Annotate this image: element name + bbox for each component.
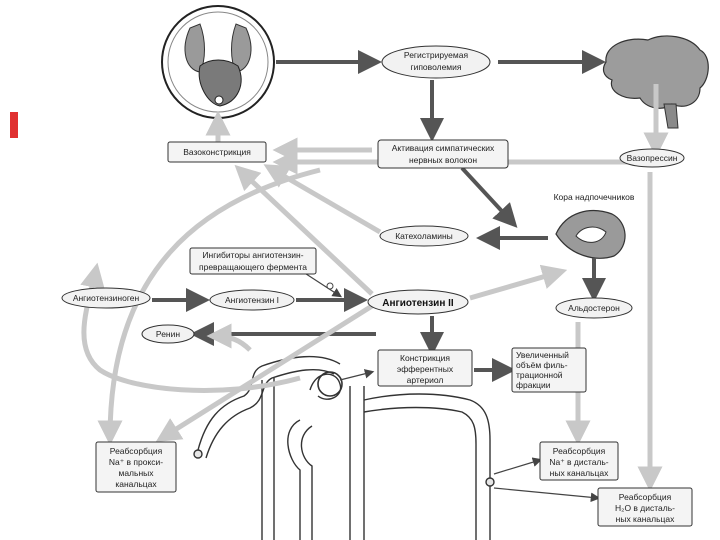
node-ace-inhibitors: Ингибиторы ангиотензин- превращающего фе… [189,247,317,275]
node-vasopressin: Вазопрессин [619,148,685,168]
adrenal-illustration [555,210,626,259]
adrenal-cortex-label: Кора надпочечников [554,192,635,202]
ace-inhibition-marker [326,282,334,290]
filtration-line-2: объём филь- [516,360,568,370]
efferent-line-3: артериол [407,375,444,385]
node-vasoconstriction: Вазоконстрикция [167,141,267,163]
vasoconstriction-label: Вазоконстрикция [183,147,251,157]
node-angiotensinogen: Ангиотензиноген [61,287,151,309]
node-angiotensin-1: Ангиотензин I [209,289,295,311]
prox-reabs-line-1: Реабсорбция [110,446,163,456]
node-aldosterone: Альдостерон [555,297,633,319]
node-angiotensin-2: Ангиотензин II [367,289,469,315]
node-renin: Ренин [141,324,195,344]
filtration-line-3: трационной [516,370,563,380]
efferent-line-2: эфферентных [397,364,454,374]
efferent-line-1: Констрикция [400,353,450,363]
renin-label: Ренин [156,329,180,339]
ace-inhibitors-line-2: превращающего фермента [199,262,307,272]
dist-h2o-line-3: ных канальцах [616,514,675,524]
dist-na-line-3: ных канальцах [550,468,609,478]
node-efferent: Констрикция эфферентных артериол [377,349,473,387]
prox-reabs-line-2: Na⁺ в прокси- [109,457,163,467]
dist-na-line-2: Na⁺ в дисталь- [549,457,608,467]
node-prox-reabsorption: Реабсорбция Na⁺ в прокси- мальных каналь… [95,441,177,493]
angiotensin-2-label: Ангиотензин II [382,298,454,309]
node-distal-h2o: Реабсорбция H₂O в дисталь- ных канальцах [597,487,693,527]
node-distal-na: Реабсорбция Na⁺ в дисталь- ных канальцах [539,441,619,481]
brain-illustration [602,35,709,129]
hypovolemia-line-2: гиповолемия [410,62,461,72]
dist-na-line-1: Реабсорбция [553,446,606,456]
aldosterone-label: Альдостерон [568,303,620,313]
heart-lungs-illustration [161,5,275,119]
node-hypovolemia: Регистрируемая гиповолемия [381,45,491,79]
node-catecholamines: Катехоламины [379,225,469,247]
filtration-line-1: Увеличенный [516,350,569,360]
ace-inhibitors-line-1: Ингибиторы ангиотензин- [202,250,303,260]
prox-reabs-line-4: канальцах [115,479,157,489]
angiotensin-1-label: Ангиотензин I [225,295,279,305]
prox-reabs-line-3: мальных [118,468,154,478]
dist-h2o-line-1: Реабсорбция [619,492,672,502]
sympathetic-line-2: нервных волокон [409,155,477,165]
filtration-line-4: фракции [516,380,551,390]
sympathetic-line-1: Активация симпатических [392,143,495,153]
dark-arrows [152,50,606,382]
margin-accent [10,112,18,138]
hypovolemia-line-1: Регистрируемая [404,50,469,60]
angiotensinogen-label: Ангиотензиноген [73,293,140,303]
node-sympathetic: Активация симпатических нервных волокон [377,139,509,169]
vasopressin-label: Вазопрессин [627,153,678,163]
dist-h2o-line-2: H₂O в дисталь- [615,503,675,513]
node-filtration: Увеличенный объём филь- трационной фракц… [511,347,587,393]
catecholamines-label: Катехоламины [395,231,453,241]
